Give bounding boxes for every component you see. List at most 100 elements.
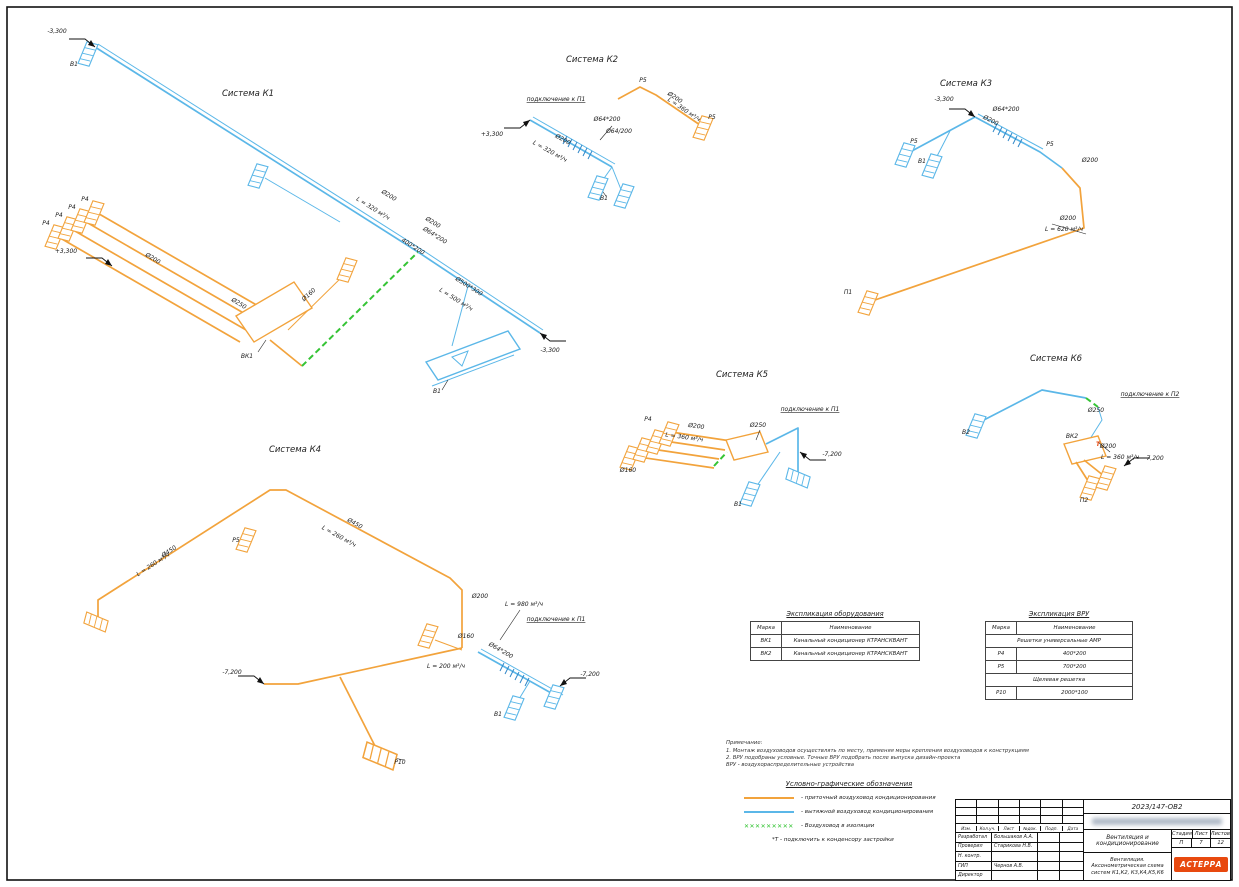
- annotation: Ø200: [553, 132, 572, 147]
- signature-cell: [1060, 871, 1083, 880]
- system-k4-geometry: [80, 489, 587, 775]
- annotation: L = 260 м³/ч: [320, 524, 357, 549]
- annotation: В1: [918, 158, 926, 165]
- annotation: L = 980 м³/ч: [505, 601, 543, 608]
- legend: Условно-графические обозначения - приточ…: [744, 780, 954, 843]
- annotation: Р4: [42, 220, 50, 227]
- sheets-value: 12: [1217, 840, 1224, 846]
- grille-icon: [80, 608, 112, 636]
- duct-unit: [424, 330, 522, 381]
- signature-cell: Директор: [956, 871, 992, 880]
- system-label-k4: Система К4: [269, 445, 321, 455]
- annotation: 400*200: [400, 237, 426, 257]
- system-label-k6: Система К6: [1030, 354, 1083, 364]
- exhaust-duct-sample-icon: [744, 811, 794, 813]
- annotation: Ø64/200: [605, 128, 632, 135]
- notes-title: Примечание:: [726, 740, 763, 746]
- table-cell: Р10: [995, 690, 1007, 696]
- annotation: L = 200 м³/ч: [427, 663, 465, 670]
- system-k2-geometry: [503, 86, 717, 212]
- annotation: Р10: [394, 759, 405, 766]
- table-cell: Щелевая решетка: [1032, 677, 1086, 683]
- signature-cell: [1038, 871, 1060, 880]
- elevation-flag-icon: [237, 675, 265, 685]
- table-cell: Марка: [992, 625, 1010, 631]
- revision-header-cell: Лист: [999, 825, 1020, 831]
- table-cell: Канальный кондиционер КТРАНСКВАНТ: [781, 648, 919, 660]
- conditioner-unit-vk2: [1063, 435, 1107, 465]
- revision-row: [956, 800, 1083, 808]
- system-k3-geometry: [854, 108, 1087, 319]
- annotation: -3,300: [540, 347, 560, 354]
- annotation: В1: [494, 711, 502, 718]
- grille-icon: [244, 160, 272, 192]
- revision-header-cell: Кол.уч.: [977, 825, 999, 831]
- system-label-k3: Система К3: [940, 79, 992, 89]
- company-logo: АСТЕРРА: [1172, 848, 1230, 880]
- annotation: L = 620 м³/ч: [1045, 226, 1083, 233]
- table-cell: Наименование: [781, 622, 919, 634]
- note-line: 2. ВРУ подобраны условные. Точные ВРУ по…: [726, 755, 961, 761]
- revision-row: [956, 816, 1083, 824]
- signature-cell: [1038, 833, 1060, 842]
- annotation: -7,200: [222, 669, 242, 676]
- signature-row: Директор: [956, 871, 1083, 880]
- grille-icon: [918, 150, 946, 182]
- annotation: Ø200: [1081, 157, 1098, 164]
- annotation: Ø450: [345, 516, 364, 531]
- annotation: Ø200: [379, 188, 397, 203]
- annotation: В1: [600, 195, 608, 202]
- annotation: -7,200: [822, 451, 842, 458]
- annotation: Т: [1096, 441, 1101, 448]
- annotation: Ø250: [1087, 407, 1104, 414]
- annotation: подключение к П2: [1121, 391, 1180, 398]
- elevation-flag-icon: [503, 119, 531, 129]
- stage-sheet-headers: Стадия Лист Листов: [1172, 830, 1230, 839]
- annotation: L = 260 м³/ч: [135, 551, 171, 578]
- grille-icon: [414, 620, 442, 652]
- system-label-k5: Система К5: [716, 370, 768, 380]
- annotation: подключение к П1: [527, 616, 586, 623]
- signature-cell: [1038, 842, 1060, 852]
- insulated-duct-sample-icon: ✕✕✕✕✕✕✕✕✕: [744, 822, 794, 830]
- table-cell: ВК2: [760, 651, 772, 657]
- grille-icon: [500, 692, 528, 724]
- annotation: Ø250: [749, 422, 766, 429]
- legend-item: ✕✕✕✕✕✕✕✕✕ - Воздуховод в изоляции: [744, 823, 954, 829]
- table-cell: 2000*100: [1016, 687, 1132, 699]
- table-row: Решетки универсальные АМР: [986, 634, 1132, 647]
- notes-lines: 1. Монтаж воздуховодов осуществлять по м…: [726, 748, 1076, 769]
- signature-cell: Большаков А.А.: [992, 833, 1038, 842]
- annotation: Ø64*200: [487, 640, 515, 660]
- system-k6-geometry: [962, 389, 1151, 504]
- annotation: Ø200: [1099, 443, 1116, 450]
- signature-cell: Н. контр.: [956, 852, 992, 861]
- annotation: Ø64*200: [992, 106, 1020, 113]
- annotation: Ø160: [457, 633, 474, 640]
- section-title: Вентиляция и кондиционирование: [1084, 830, 1171, 853]
- revision-header-cell: Подп.: [1041, 825, 1063, 831]
- table-cell: Наименование: [1016, 622, 1132, 634]
- signature-cell: Проверил: [956, 842, 992, 852]
- table-row: Щелевая решетка: [986, 673, 1132, 686]
- annotation: В1: [70, 61, 78, 68]
- annotation: -7,200: [580, 671, 600, 678]
- note-line: ВРУ - воздухораспределительные устройств…: [726, 762, 855, 768]
- signature-cell: [992, 871, 1038, 880]
- annotation: подключение к П1: [781, 406, 840, 413]
- annotation: Ø160: [300, 287, 318, 304]
- signature-cell: [1060, 852, 1083, 861]
